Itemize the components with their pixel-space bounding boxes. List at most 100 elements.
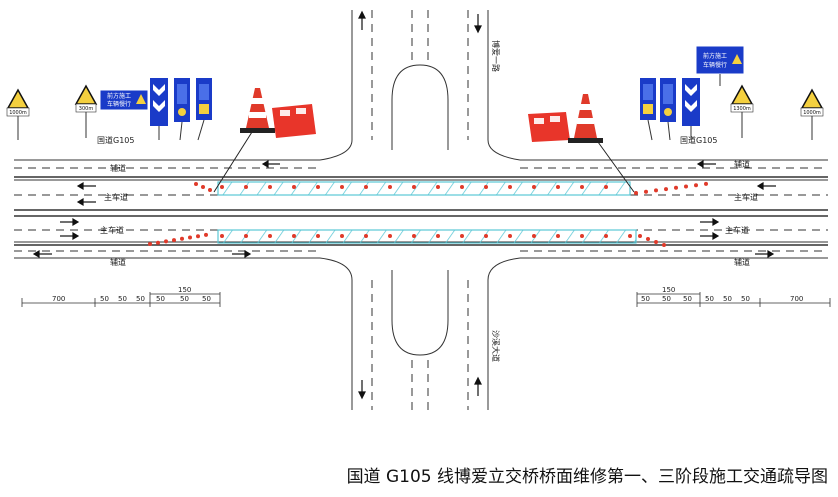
cone-dot [316, 185, 320, 189]
dim-label: 50 [118, 295, 127, 303]
construction-line-1: 前方施工 [703, 52, 727, 60]
construction-sign-west: 前方施工 车辆慢行 [99, 89, 149, 111]
arrow-left [76, 197, 96, 207]
guide-sign-east [660, 78, 676, 141]
cone-dot [364, 185, 368, 189]
cone-dot [436, 234, 440, 238]
cone-dot [484, 185, 488, 189]
work-zone-upper [217, 181, 631, 196]
cone-dot [638, 234, 642, 238]
dim-label: 50 [641, 295, 650, 303]
water-barrier-west [272, 104, 316, 138]
cone-dot [580, 185, 584, 189]
road-label-south: 沙溪大道 [491, 330, 501, 362]
dim-label: 50 [683, 295, 692, 303]
cone-dot [460, 234, 464, 238]
cone-dot [532, 185, 536, 189]
warning-sign-west-2: 300m [74, 84, 98, 138]
dim-label: 700 [52, 295, 65, 303]
warning-sign-west: 1000m [6, 88, 30, 140]
warning-sign-east: 1300m [730, 84, 754, 138]
dim-label: 50 [723, 295, 732, 303]
cone-dot [436, 185, 440, 189]
chevron-sign-east [682, 78, 700, 140]
work-zone-lower [217, 229, 637, 244]
arrow-left [756, 181, 776, 191]
lane-label: 辅道 [734, 257, 750, 267]
arrow-right [232, 249, 252, 259]
road-label-east: 国道G105 [680, 135, 717, 145]
cone-dot [694, 183, 698, 188]
distance-label: 300m [79, 106, 94, 112]
cone-dot [460, 185, 464, 189]
road-label-west: 国道G105 [97, 135, 134, 145]
arrow-left [261, 159, 280, 169]
cone-dot [508, 234, 512, 238]
lane-label: 主车道 [104, 192, 128, 202]
arrow-up [358, 10, 366, 30]
cone-dot [508, 185, 512, 189]
distance-label: 1000m [9, 110, 27, 116]
cone-dot [654, 188, 658, 193]
warning-sign-east-2: 1000m [800, 88, 824, 140]
main-road [14, 159, 828, 259]
cone-dot [664, 187, 668, 192]
cone-dot [556, 234, 560, 238]
cone-dot [654, 240, 658, 244]
dimension-east [636, 292, 831, 307]
cone-dot [388, 185, 392, 189]
cone-dot [604, 185, 608, 189]
cone-dot [292, 234, 296, 238]
construction-line-2: 车辆慢行 [107, 100, 131, 108]
road-label-north: 博爱一路 [491, 40, 501, 72]
lane-label: 辅道 [110, 163, 126, 173]
cone-dot [556, 185, 560, 189]
cone-dot [194, 182, 198, 186]
cone-dot [412, 234, 416, 238]
construction-line-2: 车辆慢行 [703, 61, 727, 69]
cone-dot [674, 185, 678, 190]
dim-label: 50 [156, 295, 165, 303]
water-barrier-east [528, 112, 570, 142]
cone-dot [316, 234, 320, 238]
cone-dot [644, 189, 648, 194]
diagram-caption: 国道 G105 线博爱立交桥桥面维修第一、三阶段施工交通疏导图 [346, 467, 828, 487]
distance-label: 1300m [733, 106, 751, 112]
lane-sign-east [640, 78, 656, 141]
dimension-west [21, 292, 221, 307]
construction-sign-east: 前方施工 车辆慢行 [695, 45, 745, 86]
cone-dot [532, 234, 536, 238]
arrow-up [474, 376, 482, 396]
cone-dot [646, 237, 650, 241]
cone-dot [292, 185, 296, 189]
cone-markers [148, 181, 708, 247]
arrow-left [32, 249, 52, 259]
cone-dot [172, 238, 176, 243]
chevron-sign-west [150, 78, 168, 140]
arrow-down [474, 14, 482, 34]
cone-dot [662, 243, 666, 247]
arrow-left [696, 159, 716, 169]
lane-sign-west [196, 78, 212, 141]
cone-dot [634, 191, 638, 195]
lane-label: 主车道 [100, 225, 124, 235]
cone-dot [484, 234, 488, 238]
dim-label: 150 [662, 286, 675, 294]
cone-dot [388, 234, 392, 238]
arrow-right [60, 217, 80, 227]
cone-dot [340, 234, 344, 238]
cone-dot [188, 235, 192, 240]
cone-dot [201, 185, 205, 189]
cone-dot [268, 234, 272, 238]
cone-dot [164, 239, 168, 244]
cone-dot [208, 188, 212, 192]
cone-dot [156, 240, 160, 245]
arrow-down [358, 380, 366, 400]
arrow-right [60, 231, 80, 241]
dim-label: 50 [180, 295, 189, 303]
dim-label: 50 [100, 295, 109, 303]
cone-dot [364, 234, 368, 238]
traffic-cone-east [568, 94, 635, 193]
lane-label: 主车道 [725, 225, 749, 235]
